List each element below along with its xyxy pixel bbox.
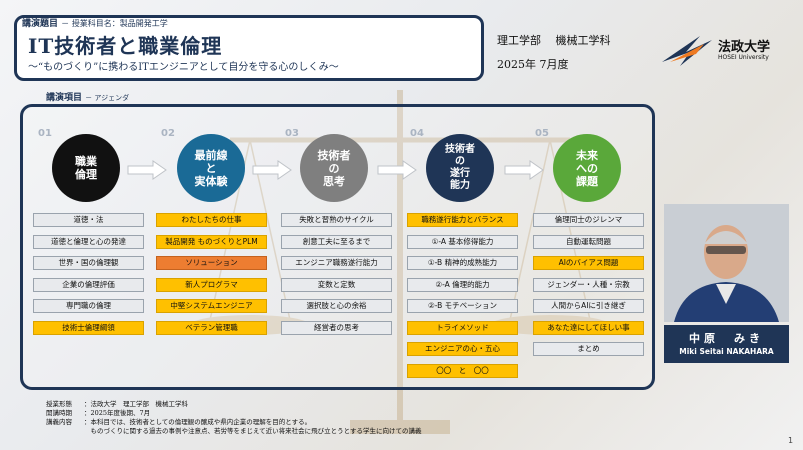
agenda-item: 自動運転問題 bbox=[533, 234, 644, 249]
agenda-item: エンジニアの心・五心 bbox=[407, 342, 518, 356]
title-label: 講演題目 － 授業科目名：製品開発工学 bbox=[22, 19, 168, 29]
speaker-nameplate: 中原 みき Miki Seitai NAKAHARA bbox=[664, 325, 789, 363]
agenda-item: エンジニア職務遂行能力 bbox=[281, 256, 392, 270]
agenda-item: まとめ bbox=[533, 342, 644, 356]
agenda-item: 道徳・法 bbox=[33, 213, 144, 227]
date-label: 2025年 7月度 bbox=[497, 58, 569, 71]
department-label: 理工学部 機械工学科 bbox=[497, 34, 611, 47]
agenda-item: 道徳と倫理と心の発達 bbox=[33, 234, 144, 249]
agenda-item: 選択肢と心の余裕 bbox=[281, 299, 392, 313]
agenda-item: 〇〇 と 〇〇 bbox=[407, 363, 518, 378]
agenda-item: 経営者の思考 bbox=[281, 320, 392, 335]
info-key: 講義内容 bbox=[46, 418, 72, 426]
agenda-item: AIのバイアス問題 bbox=[533, 256, 644, 270]
step-circle-ability: 技術者 の 遂行 能力 bbox=[426, 134, 494, 202]
step-number: 02 bbox=[161, 128, 175, 139]
agenda-item: トライメソッド bbox=[407, 320, 518, 335]
info-value: ：本科目では、技術者としての倫理観の醸成や県内企業の理解を目的とする。 bbox=[84, 418, 312, 426]
agenda-item: わたしたちの仕事 bbox=[156, 213, 267, 227]
agenda-item: あなた達にしてほしい事 bbox=[533, 320, 644, 335]
agenda-item: ②-A 倫理的能力 bbox=[407, 277, 518, 292]
agenda-item: 世界・国の倫理観 bbox=[33, 256, 144, 270]
step-number: 04 bbox=[410, 128, 424, 139]
info-key: 開講時期 bbox=[46, 409, 72, 417]
agenda-item: 専門職の倫理 bbox=[33, 299, 144, 313]
speaker-photo bbox=[664, 204, 789, 322]
step-circle-thinking: 技術者 の 思考 bbox=[300, 134, 368, 202]
info-key bbox=[46, 427, 84, 436]
page-number: 1 bbox=[788, 436, 794, 445]
arrow-right-icon bbox=[127, 160, 167, 180]
agenda-item: 変数と定数 bbox=[281, 277, 392, 292]
info-key: 授業形態 bbox=[46, 400, 72, 408]
info-value: ：法政大学 理工学部 機械工学科 bbox=[84, 400, 188, 408]
agenda-item: 失敗と習熟のサイクル bbox=[281, 213, 392, 227]
page-title: IT技術者と職業倫理 bbox=[28, 34, 223, 58]
arrow-right-icon bbox=[252, 160, 292, 180]
agenda-item: ①-B 精神的成熟能力 bbox=[407, 256, 518, 270]
page-subtitle: ～“ものづくり”に携わるITエンジニアとして自分を守る心のしくみ～ bbox=[28, 62, 339, 73]
info-value: ：2025年度後期、7月 bbox=[84, 409, 151, 417]
agenda-item: ②-B モチベーション bbox=[407, 299, 518, 313]
agenda-item: ベテラン管理職 bbox=[156, 320, 267, 335]
step-number: 05 bbox=[535, 128, 549, 139]
arrow-right-icon bbox=[377, 160, 417, 180]
agenda-item: 中堅システムエンジニア bbox=[156, 299, 267, 313]
logo-subtext: HOSEI University bbox=[718, 54, 769, 61]
speaker-name-en: Miki Seitai NAKAHARA bbox=[679, 347, 774, 356]
agenda-item: 製品開発 ものづくりとPLM bbox=[156, 234, 267, 249]
agenda-item: 新人プログラマ bbox=[156, 277, 267, 292]
step-number: 03 bbox=[285, 128, 299, 139]
agenda-item: 職務遂行能力とバランス bbox=[407, 213, 518, 227]
step-number: 01 bbox=[38, 128, 52, 139]
agenda-item: 企業の倫理評価 bbox=[33, 277, 144, 292]
title-box bbox=[14, 15, 484, 81]
agenda-label: 講演項目 － アジェンダ bbox=[46, 93, 130, 103]
logo-text: 法政大学 bbox=[718, 40, 771, 55]
agenda-item: ソリューション bbox=[156, 256, 267, 270]
step-circle-ethics: 職業 倫理 bbox=[52, 134, 120, 202]
agenda-item: ジェンダー・人種・宗教 bbox=[533, 277, 644, 292]
speaker-name-jp: 中原 みき bbox=[689, 332, 764, 345]
step-circle-future: 未来 への 課題 bbox=[553, 134, 621, 202]
agenda-item: 技術士倫理綱領 bbox=[33, 320, 144, 335]
agenda-item: 倫理同士のジレンマ bbox=[533, 213, 644, 227]
course-info: 授業形態 ：法政大学 理工学部 機械工学科 開講時期 ：2025年度後期、7月 講義… bbox=[46, 400, 421, 436]
arrow-right-icon bbox=[504, 160, 544, 180]
agenda-item: 創意工夫に至るまで bbox=[281, 234, 392, 249]
agenda-item: 人間からAIに引き継ぎ bbox=[533, 299, 644, 313]
info-value: ものづくりに関する過去の事例や注意点、若労等をまじえて近い将来社会に飛び立とうと… bbox=[84, 427, 422, 435]
agenda-item: ①-A 基本修得能力 bbox=[407, 234, 518, 249]
step-circle-frontline: 最前線 と 実体験 bbox=[177, 134, 245, 202]
hosei-logo-icon bbox=[662, 36, 712, 66]
